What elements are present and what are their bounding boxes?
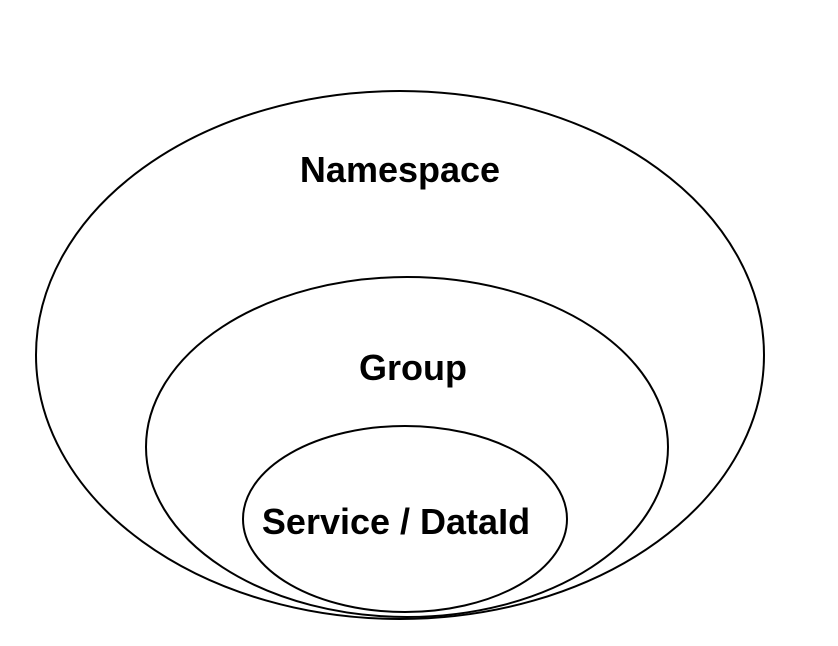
service-dataid-label: Service / DataId <box>262 501 530 542</box>
namespace-ellipse <box>35 90 765 620</box>
group-label: Group <box>359 347 467 388</box>
service-dataid-ellipse <box>242 425 568 613</box>
namespace-label: Namespace <box>300 149 500 190</box>
group-ellipse <box>145 276 669 618</box>
